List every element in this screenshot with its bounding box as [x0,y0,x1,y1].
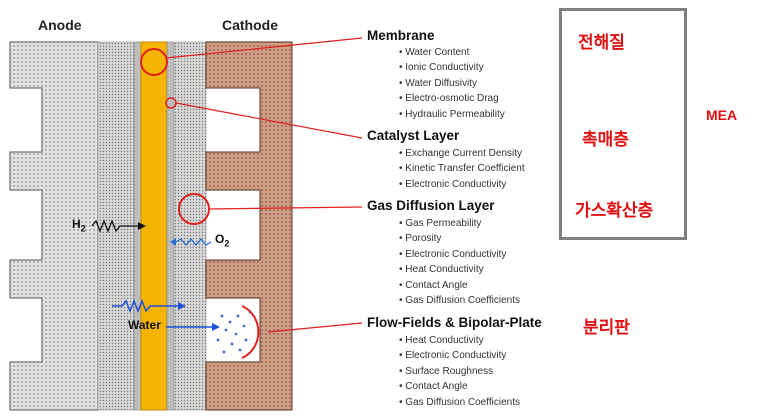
leader-lines [165,37,363,333]
o2-flow-arrow [175,237,212,247]
property-item: Surface Roughness [399,364,520,379]
gas-diffusion-layer-title: Gas Diffusion Layer [367,198,495,213]
catalyst-layer-title: Catalyst Layer [367,128,460,143]
property-item: Contact Angle [399,278,520,293]
property-item: Electronic Conductivity [399,247,520,262]
property-item: Electro-osmotic Drag [399,91,505,106]
property-item: Electronic Conductivity [399,348,520,363]
property-item: Heat Conductivity [399,262,520,277]
gas-diffusion-layer-properties: Gas Permeability Porosity Electronic Con… [399,216,520,308]
property-item: Contact Angle [399,379,520,394]
water-label: Water [128,318,161,332]
flow-fields-title: Flow-Fields & Bipolar-Plate [367,315,542,330]
flowfield-highlight [241,305,260,359]
membrane-properties: Water Content Ionic Conductivity Water D… [399,45,505,122]
property-item: Exchange Current Density [399,146,525,161]
cathode-gas-diffusion-layer [173,41,207,411]
o2-arrowhead [170,238,176,246]
cathode-catalyst-layer [166,41,175,411]
water-droplets [216,310,252,354]
anode-label: Anode [38,17,82,33]
anode-bipolar-plate [9,41,99,411]
h2-flow-arrow [91,219,138,233]
o2-label: O2 [215,232,230,249]
korean-gas-diffusion-layer: 가스확산층 [575,201,654,220]
mea-box [559,8,687,240]
membrane-title: Membrane [367,28,435,43]
property-item: Water Diffusivity [399,76,505,91]
water-flow-arrow [112,298,178,314]
property-item: Water Content [399,45,505,60]
cathode-bipolar-plate [205,41,293,411]
property-item: Heat Conductivity [399,333,520,348]
h2-arrowhead [138,222,146,230]
h2-label: H2 [72,217,86,234]
korean-separator: 분리판 [583,318,630,337]
property-item: Ionic Conductivity [399,60,505,75]
mea-label: MEA [706,107,738,123]
flow-fields-properties: Heat Conductivity Electronic Conductivit… [399,333,520,410]
property-item: Electronic Conductivity [399,177,525,192]
property-item: Gas Permeability [399,216,520,231]
water-arrowhead [178,302,186,310]
property-item: Gas Diffusion Coefficients [399,293,520,308]
korean-catalyst-layer: 촉매층 [582,130,629,149]
cathode-label: Cathode [222,17,278,33]
korean-electrolyte: 전해질 [578,33,625,52]
property-item: Porosity [399,231,520,246]
property-item: Gas Diffusion Coefficients [399,395,520,410]
catalyst-layer-properties: Exchange Current Density Kinetic Transfe… [399,146,525,192]
property-item: Kinetic Transfer Coefficient [399,161,524,176]
water-arrowhead-2 [212,323,220,331]
membrane-highlight [140,48,168,76]
property-item: Hydraulic Permeability [399,107,504,122]
